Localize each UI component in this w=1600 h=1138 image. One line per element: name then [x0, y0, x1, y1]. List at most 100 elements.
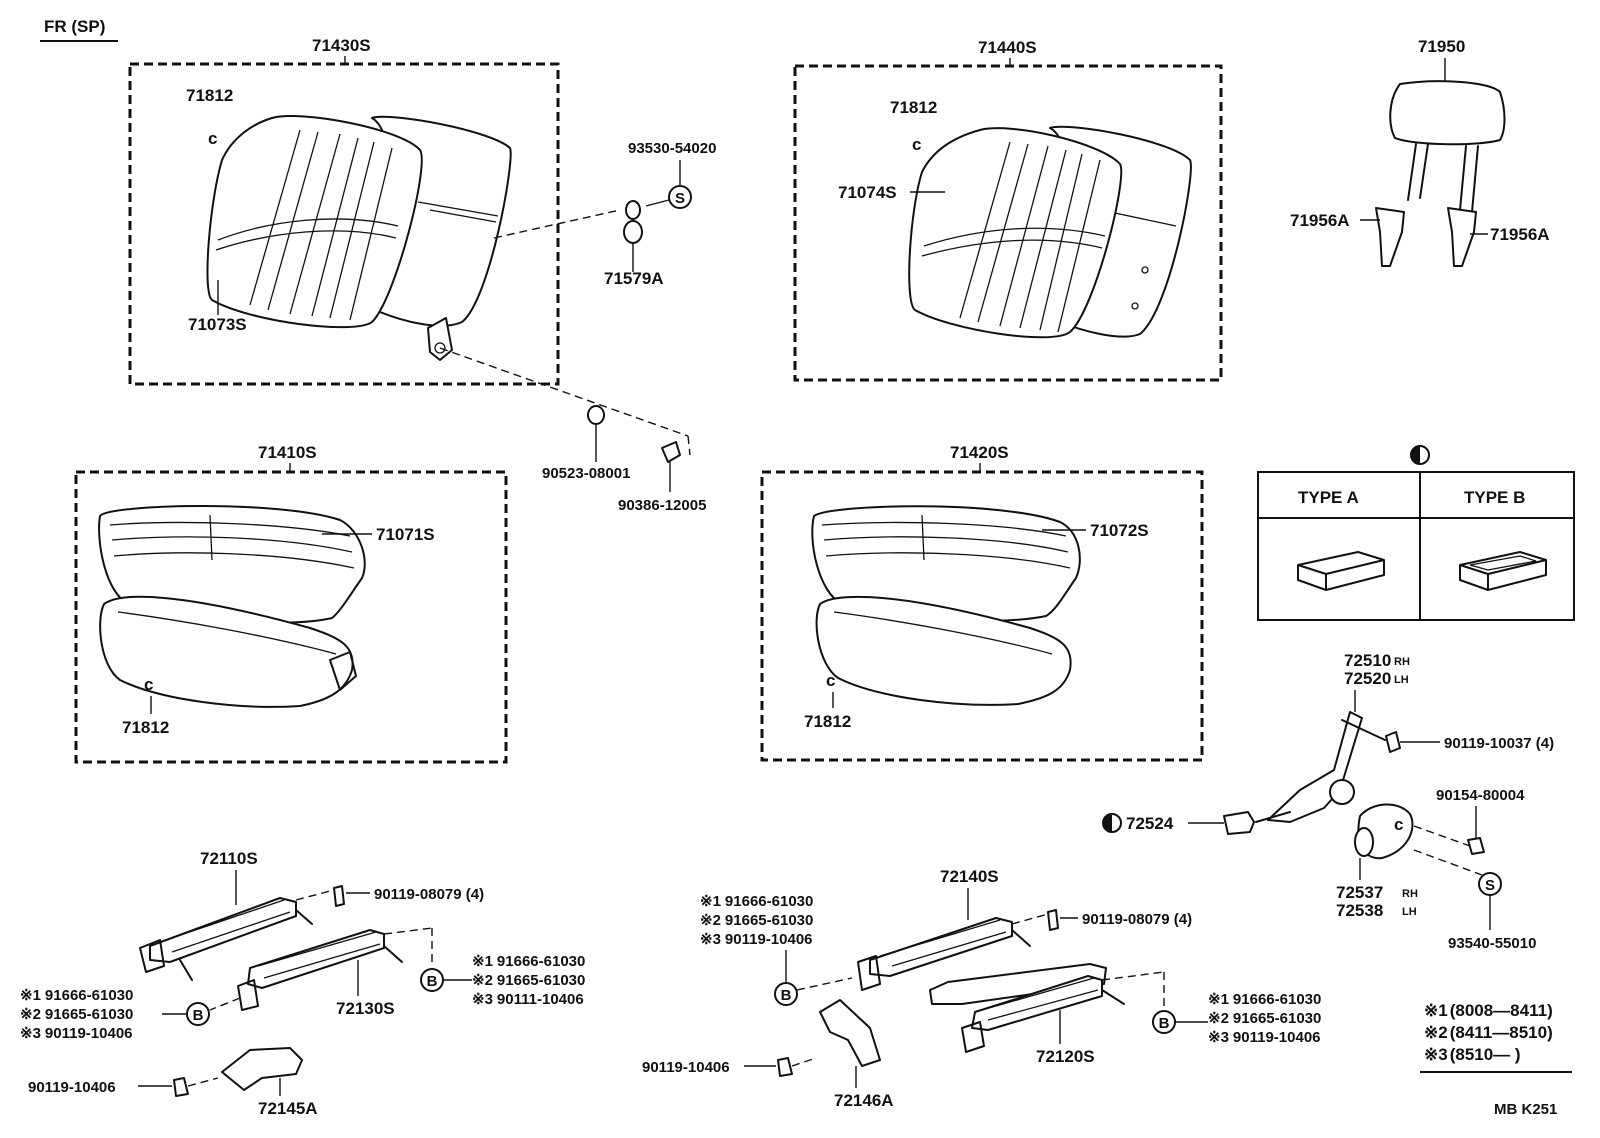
label-90119-10406-b: 90119-10406	[642, 1059, 730, 1076]
footer-code: MB K251	[1494, 1101, 1557, 1118]
lever-knob-72524	[1223, 811, 1255, 835]
guide-71956A-right	[1447, 207, 1477, 267]
label-71440S: 71440S	[978, 38, 1037, 57]
label-72145A: 72145A	[258, 1099, 318, 1118]
cushion-pad-71410S	[99, 595, 354, 708]
clip-symbol-b: c	[912, 135, 921, 154]
recliner-assembly: 72510 RH 72520 LH 90119-10037 (4) 72524 …	[1102, 651, 1554, 952]
label-90119-10037: 90119-10037 (4)	[1444, 735, 1554, 752]
bolt-90119-10406-b	[777, 1057, 793, 1077]
label-71073S: 71073S	[188, 315, 247, 334]
clip-symbol-e: c	[1394, 815, 1403, 834]
label-72520: 72520	[1344, 669, 1391, 688]
cushion-assembly-71410S: 71410S 71071S c 71812	[74, 443, 508, 764]
seat-track-left: 72110S 90119-08079 (4) B 72130S B 72145A…	[28, 849, 484, 1118]
label-71071S: 71071S	[376, 525, 435, 544]
guide-71956A-left	[1375, 207, 1405, 267]
recliner-arm	[1267, 711, 1363, 823]
clip-symbol: c	[208, 129, 217, 148]
svg-text:※1(8008—8411): ※1(8008—8411)	[1424, 1001, 1553, 1020]
recliner-cover-edge	[1354, 827, 1374, 857]
bolt-90119-10406-a	[173, 1077, 189, 1097]
seatback-cover-71073S	[206, 115, 423, 329]
s-callout-a	[668, 185, 692, 209]
svg-text:※3(8510— ): ※3(8510— )	[1424, 1045, 1521, 1064]
seatback-assembly-71440S: 71440S 71812 c 71074S	[793, 38, 1223, 382]
rail-72130S	[247, 929, 385, 989]
label-90154-80004: 90154-80004	[1436, 787, 1525, 804]
type-a-header: TYPE A	[1298, 488, 1359, 507]
grommet-71579A	[623, 220, 643, 244]
label-71812-a: 71812	[186, 86, 233, 105]
label-90523-08001: 90523-08001	[542, 465, 630, 482]
label-71430S: 71430S	[312, 36, 371, 55]
b-callout-d	[774, 982, 798, 1006]
cushion-pad-71420S	[815, 595, 1072, 706]
seatback-cover-71074S	[908, 127, 1123, 339]
label-72146A: 72146A	[834, 1091, 894, 1110]
type-table: TYPE A TYPE B	[1257, 445, 1575, 621]
label-72537: 72537	[1336, 883, 1383, 902]
bolt-90119-10037	[1385, 731, 1401, 753]
label-71956A-right: 71956A	[1490, 225, 1550, 244]
label-71072S: 71072S	[1090, 521, 1149, 540]
date-legend: ※1(8008—8411) ※2(8411—8510) ※3(8510— )	[1420, 1001, 1572, 1073]
svg-text:B: B	[1159, 1015, 1170, 1032]
seat-track-right: 72140S 90119-08079 (4) 72120S B B 72146A…	[642, 867, 1208, 1110]
bolt-90119-08079-a	[333, 885, 345, 907]
label-90119-08079-a: 90119-08079 (4)	[374, 886, 484, 903]
rail-72110S	[149, 897, 297, 963]
label-72110S: 72110S	[200, 849, 258, 868]
screw-90154	[1467, 837, 1485, 855]
label-90119-10406-a: 90119-10406	[28, 1079, 116, 1096]
bracket-72146A	[819, 999, 881, 1067]
clip-symbol-d: c	[826, 671, 835, 690]
group-box-71410S	[74, 470, 508, 764]
bolt-90119-08079-b	[1047, 909, 1059, 931]
label-90386-12005: 90386-12005	[618, 497, 706, 514]
washer-90523	[587, 405, 605, 425]
label-71812-c: 71812	[122, 718, 169, 737]
label-71579A: 71579A	[604, 269, 664, 288]
type-b-header: TYPE B	[1464, 488, 1525, 507]
label-72524: 72524	[1126, 814, 1174, 833]
svg-text:S: S	[675, 190, 685, 207]
svg-text:RH: RH	[1402, 888, 1418, 900]
svg-text:LH: LH	[1394, 674, 1409, 686]
type-a-part	[1297, 551, 1385, 591]
clip-symbol-c: c	[144, 675, 153, 694]
svg-text:※2(8411—8510): ※2(8411—8510)	[1424, 1023, 1553, 1042]
slide-handle	[929, 963, 1107, 1005]
svg-text:S: S	[1485, 877, 1495, 894]
label-71812-b: 71812	[890, 98, 937, 117]
label-71956A-left: 71956A	[1290, 211, 1350, 230]
svg-text:B: B	[193, 1007, 204, 1024]
bracket-72145A	[221, 1047, 303, 1091]
svg-text:B: B	[781, 987, 792, 1004]
label-72140S: 72140S	[940, 867, 999, 886]
label-72120S: 72120S	[1036, 1047, 1095, 1066]
svg-text:B: B	[427, 973, 438, 990]
label-72538: 72538	[1336, 901, 1383, 920]
label-90119-08079-b: 90119-08079 (4)	[1082, 911, 1192, 928]
label-72130S: 72130S	[336, 999, 395, 1018]
label-71074S: 71074S	[838, 183, 897, 202]
cushion-assembly-71420S: 71420S 71072S c 71812	[760, 443, 1204, 762]
svg-text:LH: LH	[1402, 906, 1417, 918]
svg-text:RH: RH	[1394, 656, 1410, 668]
label-71812-d: 71812	[804, 712, 851, 731]
label-72510: 72510	[1344, 651, 1391, 670]
headrest-71950: 71950 71956A 71956A	[1290, 37, 1550, 267]
